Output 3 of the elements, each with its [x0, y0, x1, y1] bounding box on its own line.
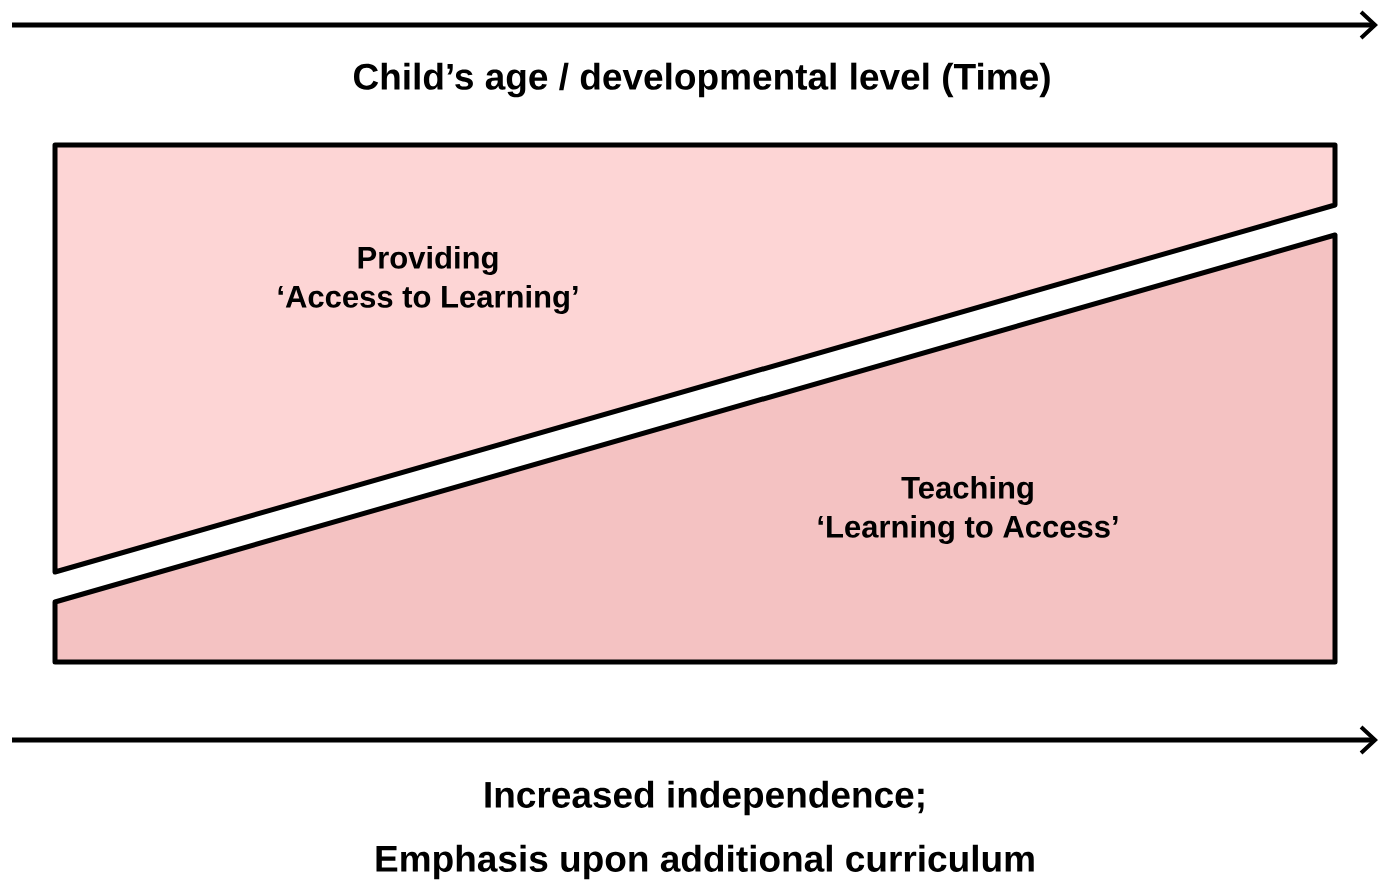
axis-label: Increased independence;	[485, 780, 924, 816]
axis-label: Emphasis upon additional curriculum	[376, 844, 1034, 880]
axis-title: Child’s age / developmental level (Time)	[354, 62, 1050, 98]
